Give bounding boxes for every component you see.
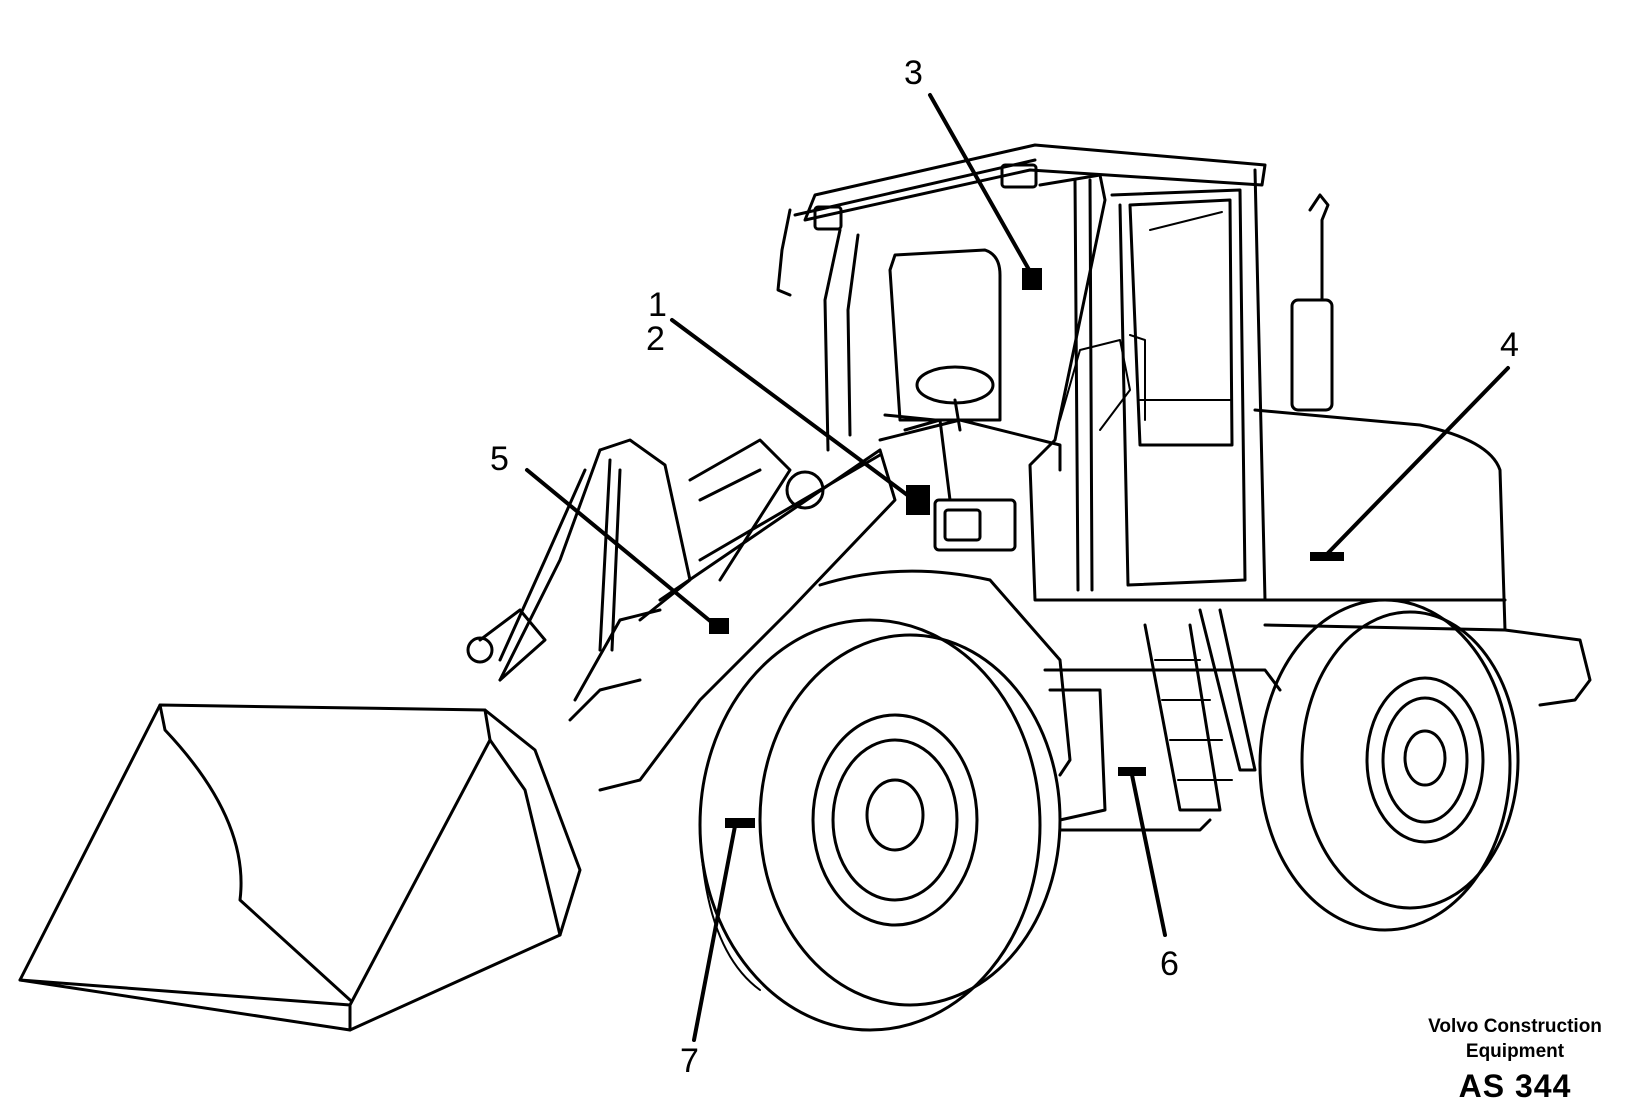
- manufacturer-division: Equipment: [1465, 1041, 1565, 1062]
- leader-1-2: [670, 318, 912, 499]
- front-wheel: [698, 618, 1062, 1032]
- engine-housing: [1253, 193, 1592, 707]
- callout-7: 7: [680, 1042, 699, 1080]
- leader-7: [692, 824, 737, 1042]
- callout-6: 6: [1160, 945, 1179, 983]
- callout-1: 1: [648, 286, 667, 324]
- leader-3: [928, 93, 1034, 277]
- cab: [776, 143, 1267, 602]
- marker-1-2: [906, 485, 930, 515]
- frame: [818, 418, 1282, 832]
- drawing-code: AS 344: [1458, 1068, 1572, 1104]
- leader-5: [525, 468, 717, 627]
- leader-lines: [525, 93, 1510, 1042]
- rear-wheel: [1258, 598, 1520, 932]
- manufacturer-name: Volvo Construction: [1428, 1016, 1602, 1037]
- bucket: [18, 703, 582, 1032]
- callout-labels: 1 2 3 4 5 6 7: [490, 54, 1519, 1080]
- callout-4: 4: [1500, 326, 1519, 364]
- callout-5: 5: [490, 440, 509, 478]
- marker-3: [1022, 268, 1042, 290]
- leader-4: [1326, 366, 1510, 555]
- loader-arms: [466, 438, 897, 792]
- callout-3: 3: [904, 54, 923, 92]
- callout-2: 2: [646, 320, 665, 358]
- marker-7: [725, 818, 755, 828]
- leader-6: [1130, 773, 1167, 937]
- marker-6: [1118, 767, 1146, 776]
- marker-4: [1310, 552, 1344, 561]
